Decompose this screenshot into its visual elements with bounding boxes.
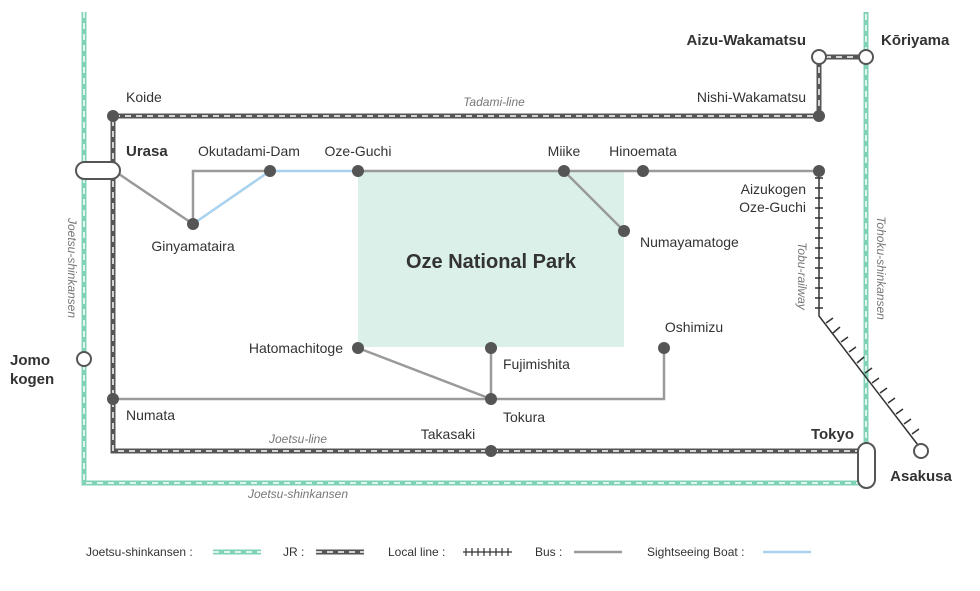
legend-shinkansen-label: Joetsu-shinkansen :: [86, 545, 193, 559]
station-urasa: [75, 161, 121, 180]
label-kogen: kogen: [10, 371, 54, 388]
label-hatomachitoge: Hatomachitoge: [249, 340, 343, 356]
legend-boat-label: Sightseeing Boat :: [647, 545, 744, 559]
bus-urasa-ginyamataira: [112, 168, 194, 226]
bus-ginyamataira-okutadami: [191, 169, 270, 224]
label-koriyama: Kōriyama: [881, 32, 950, 49]
label-joetsu-shinkansen-bottom: Joetsu-shinkansen: [247, 487, 348, 501]
stop-okutadami-dam: [264, 165, 276, 177]
label-okutadami-dam: Okutadami-Dam: [198, 143, 300, 159]
station-koriyama: [858, 49, 874, 65]
label-oshimizu: Oshimizu: [665, 319, 723, 335]
station-labels: Aizu-Wakamatsu Kōriyama Koide Nishi-Waka…: [10, 32, 953, 485]
stop-fujimishita: [485, 342, 497, 354]
stop-nishi-wakamatsu: [813, 110, 825, 122]
terminal-stations: [75, 49, 929, 489]
label-hinoemata: Hinoemata: [609, 143, 677, 159]
stop-koide: [107, 110, 119, 122]
label-nishi-wakamatsu: Nishi-Wakamatsu: [697, 89, 806, 105]
legend-bus-label: Bus :: [535, 545, 562, 559]
stop-oshimizu: [658, 342, 670, 354]
stop-numayamatoge: [618, 225, 630, 237]
label-fujimishita: Fujimishita: [503, 356, 570, 372]
stop-tokura: [485, 393, 497, 405]
bus-hatomachitoge-tokura: [357, 346, 492, 401]
label-tadami-line: Tadami-line: [463, 95, 525, 109]
label-joetsu-shinkansen-left: Joetsu-shinkansen: [65, 217, 79, 318]
legend-local-label: Local line :: [388, 545, 445, 559]
station-asakusa: [913, 443, 929, 459]
shinkansen-lines: [81, 12, 869, 486]
station-aizu-wakamatsu: [811, 49, 827, 65]
stop-numata: [107, 393, 119, 405]
stop-hatomachitoge: [352, 342, 364, 354]
stop-ginyamataira: [187, 218, 199, 230]
line-name-labels: Tadami-line Joetsu-line Joetsu-shinkanse…: [65, 95, 888, 501]
label-aizukogen-oze-guchi: Oze-Guchi: [739, 199, 806, 215]
oze-park-area: [358, 171, 624, 347]
legend-jr-label: JR :: [283, 545, 304, 559]
label-tobu-railway: Tobu-railway: [795, 242, 809, 311]
station-tokyo: [857, 442, 876, 489]
label-jomo: Jomo: [10, 352, 50, 369]
legend-local-swatch: [463, 548, 512, 556]
bus-numata-oshimizu: [113, 348, 666, 401]
label-joetsu-line: Joetsu-line: [268, 432, 327, 446]
tobu-railway-line: [815, 170, 922, 450]
station-jomo-kogen: [76, 351, 92, 367]
park-label: Oze National Park: [406, 251, 577, 273]
label-tohoku-shinkansen: Tohoku-shinkansen: [874, 216, 888, 320]
stop-takasaki: [485, 445, 497, 457]
stop-oze-guchi: [352, 165, 364, 177]
label-numayamatoge: Numayamatoge: [640, 234, 739, 250]
bus-stops: [107, 110, 825, 457]
label-koide: Koide: [126, 89, 162, 105]
label-oze-guchi: Oze-Guchi: [325, 143, 392, 159]
label-tokyo: Tokyo: [811, 426, 854, 443]
legend: Joetsu-shinkansen : JR : Local line : Bu…: [86, 545, 811, 559]
label-tokura: Tokura: [503, 409, 545, 425]
label-aizukogen: Aizukogen: [741, 181, 806, 197]
stop-miike: [558, 165, 570, 177]
bus-miike-numayamatoge: [563, 170, 625, 232]
label-miike: Miike: [548, 143, 581, 159]
label-aizu-wakamatsu: Aizu-Wakamatsu: [687, 32, 806, 49]
stop-aizukogen: [813, 165, 825, 177]
label-numata: Numata: [126, 407, 175, 423]
sightseeing-boat-routes: [192, 169, 358, 226]
bus-routes: [112, 168, 819, 401]
stop-hinoemata: [637, 165, 649, 177]
label-asakusa: Asakusa: [890, 468, 952, 485]
label-ginyamataira: Ginyamataira: [151, 238, 234, 254]
label-takasaki: Takasaki: [421, 426, 475, 442]
label-urasa: Urasa: [126, 143, 168, 160]
